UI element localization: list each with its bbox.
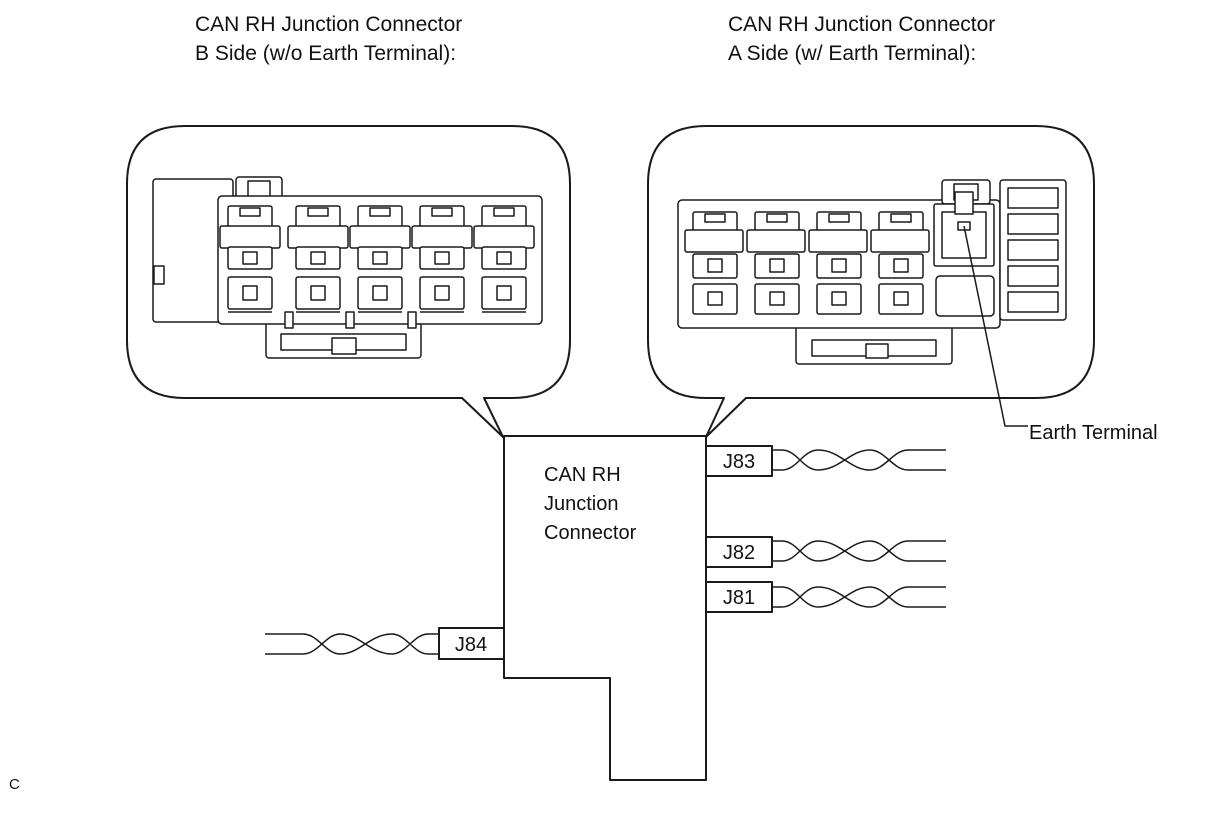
connector-j81-box bbox=[705, 581, 773, 613]
junction-label-line3: Connector bbox=[544, 522, 637, 544]
a-side-earth-terminal-cavity bbox=[933, 191, 995, 317]
a-side-connector-face bbox=[677, 179, 1067, 365]
a-side-cavity-4 bbox=[870, 211, 930, 315]
b-side-title-line2: B Side (w/o Earth Terminal): bbox=[195, 42, 456, 65]
a-side-cavity-1 bbox=[684, 211, 744, 315]
connector-j84-label: J84 bbox=[455, 634, 487, 656]
junction-label-line1: CAN RH bbox=[544, 464, 621, 486]
a-side-cavity-3 bbox=[808, 211, 868, 315]
connector-j83-label: J83 bbox=[723, 451, 755, 473]
connector-j81-label: J81 bbox=[723, 587, 755, 609]
connector-j83: J83 bbox=[705, 445, 946, 477]
junction-connector-label: CAN RH Junction Connector bbox=[544, 464, 637, 544]
b-side-bottom-latch bbox=[331, 337, 357, 355]
b-side-connector-face bbox=[152, 176, 543, 359]
a-side-blank-cavity bbox=[935, 275, 995, 317]
twisted-pair-j82 bbox=[772, 540, 946, 562]
b-side-cavity-1 bbox=[219, 205, 281, 313]
connector-j84-box bbox=[438, 627, 505, 660]
twisted-pair-j83 bbox=[772, 449, 946, 471]
connector-j83-box bbox=[705, 445, 773, 477]
a-side-bottom-latch bbox=[865, 343, 889, 359]
earth-terminal-leader bbox=[963, 225, 1028, 427]
a-side-cavity-2 bbox=[746, 211, 806, 315]
connector-j82: J82 bbox=[705, 536, 946, 568]
a-side-callout bbox=[647, 125, 1095, 438]
b-side-cavity-2 bbox=[287, 205, 349, 313]
a-side-title: CAN RH Junction Connector A Side (w/ Ear… bbox=[728, 13, 995, 65]
junction-label-line2: Junction bbox=[544, 493, 619, 515]
b-side-title-line1: CAN RH Junction Connector bbox=[195, 13, 462, 36]
a-side-title-line1: CAN RH Junction Connector bbox=[728, 13, 995, 36]
b-side-top-latch-inner bbox=[247, 180, 271, 198]
twisted-pair-j84 bbox=[265, 633, 439, 655]
corner-code: C bbox=[9, 776, 20, 793]
b-side-title: CAN RH Junction Connector B Side (w/o Ea… bbox=[195, 13, 462, 65]
connector-j82-box bbox=[705, 536, 773, 568]
earth-terminal-label: Earth Terminal bbox=[1029, 422, 1158, 444]
b-side-left-notch bbox=[153, 265, 165, 285]
twisted-pair-j81 bbox=[772, 586, 946, 608]
a-side-title-line2: A Side (w/ Earth Terminal): bbox=[728, 42, 976, 65]
b-side-cavity-3 bbox=[349, 205, 411, 313]
connector-j81: J81 bbox=[705, 581, 946, 613]
b-side-cavity-4 bbox=[411, 205, 473, 313]
b-side-cavity-5 bbox=[473, 205, 535, 313]
connector-j84: J84 bbox=[265, 627, 505, 660]
connector-j82-label: J82 bbox=[723, 542, 755, 564]
junction-connector-body bbox=[503, 435, 707, 781]
b-side-callout bbox=[126, 125, 571, 438]
